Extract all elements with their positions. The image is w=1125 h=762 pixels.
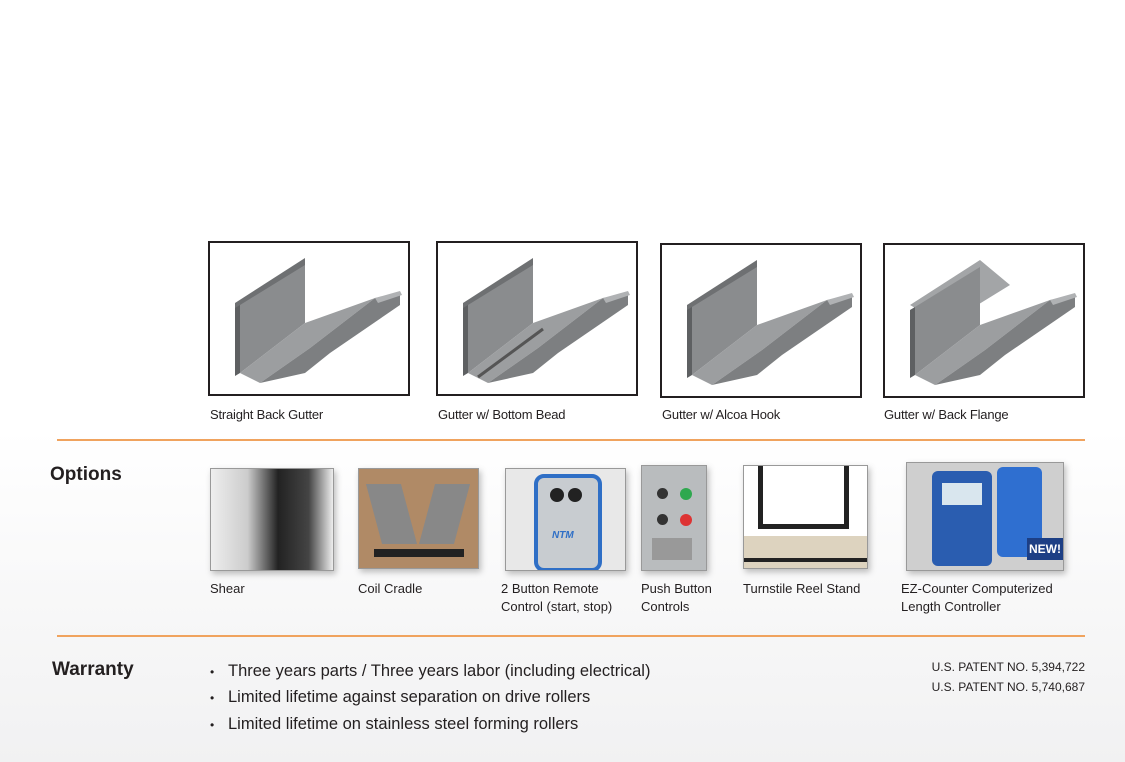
patent-number: U.S. PATENT NO. 5,394,722 xyxy=(931,660,1085,674)
warranty-item-text: Limited lifetime on stainless steel form… xyxy=(228,715,579,733)
option-label: Turnstile Reel Stand xyxy=(743,581,861,596)
gutter-profile-icon xyxy=(463,258,630,383)
gutter-profile-icon xyxy=(910,260,1077,385)
shear-image xyxy=(210,468,334,571)
ntm-logo: NTM xyxy=(552,530,574,541)
gutter-image-alcoa-hook xyxy=(660,243,862,398)
gutter-label: Straight Back Gutter xyxy=(210,407,324,422)
patent-number: U.S. PATENT NO. 5,740,687 xyxy=(931,680,1085,694)
option-label: Shear xyxy=(210,581,245,596)
ez-counter-image: NEW! xyxy=(906,462,1064,571)
option-label: Coil Cradle xyxy=(358,581,423,596)
gutter-profile-icon xyxy=(235,258,402,383)
gutter-label: Gutter w/ Alcoa Hook xyxy=(662,407,781,422)
warranty-item-text: Limited lifetime against separation on d… xyxy=(228,688,591,706)
warranty-item: •Three years parts / Three years labor (… xyxy=(210,662,651,680)
gutter-label: Gutter w/ Back Flange xyxy=(884,407,1009,422)
coil-cradle-image xyxy=(358,468,479,569)
gutter-profile-icon xyxy=(687,260,854,385)
new-badge: NEW! xyxy=(1027,538,1063,560)
option-label: Push Button Controls xyxy=(641,581,712,614)
option-label: EZ-Counter Computerized Length Controlle… xyxy=(901,581,1053,614)
warranty-heading: Warranty xyxy=(52,659,134,680)
divider xyxy=(57,635,1085,637)
gutter-image-straight-back xyxy=(208,241,410,396)
push-button-controls-image xyxy=(641,465,707,571)
options-heading: Options xyxy=(50,464,122,485)
warranty-item: •Limited lifetime on stainless steel for… xyxy=(210,715,579,733)
gutter-label: Gutter w/ Bottom Bead xyxy=(438,407,566,422)
warranty-item-text: Three years parts / Three years labor (i… xyxy=(228,662,651,680)
divider xyxy=(57,439,1085,441)
gutter-image-back-flange xyxy=(883,243,1085,398)
remote-control-image: NTM xyxy=(505,468,626,571)
warranty-item: •Limited lifetime against separation on … xyxy=(210,688,591,706)
gutter-image-bottom-bead xyxy=(436,241,638,396)
option-label: 2 Button Remote Control (start, stop) xyxy=(501,581,613,614)
turnstile-reel-stand-image xyxy=(743,465,868,569)
